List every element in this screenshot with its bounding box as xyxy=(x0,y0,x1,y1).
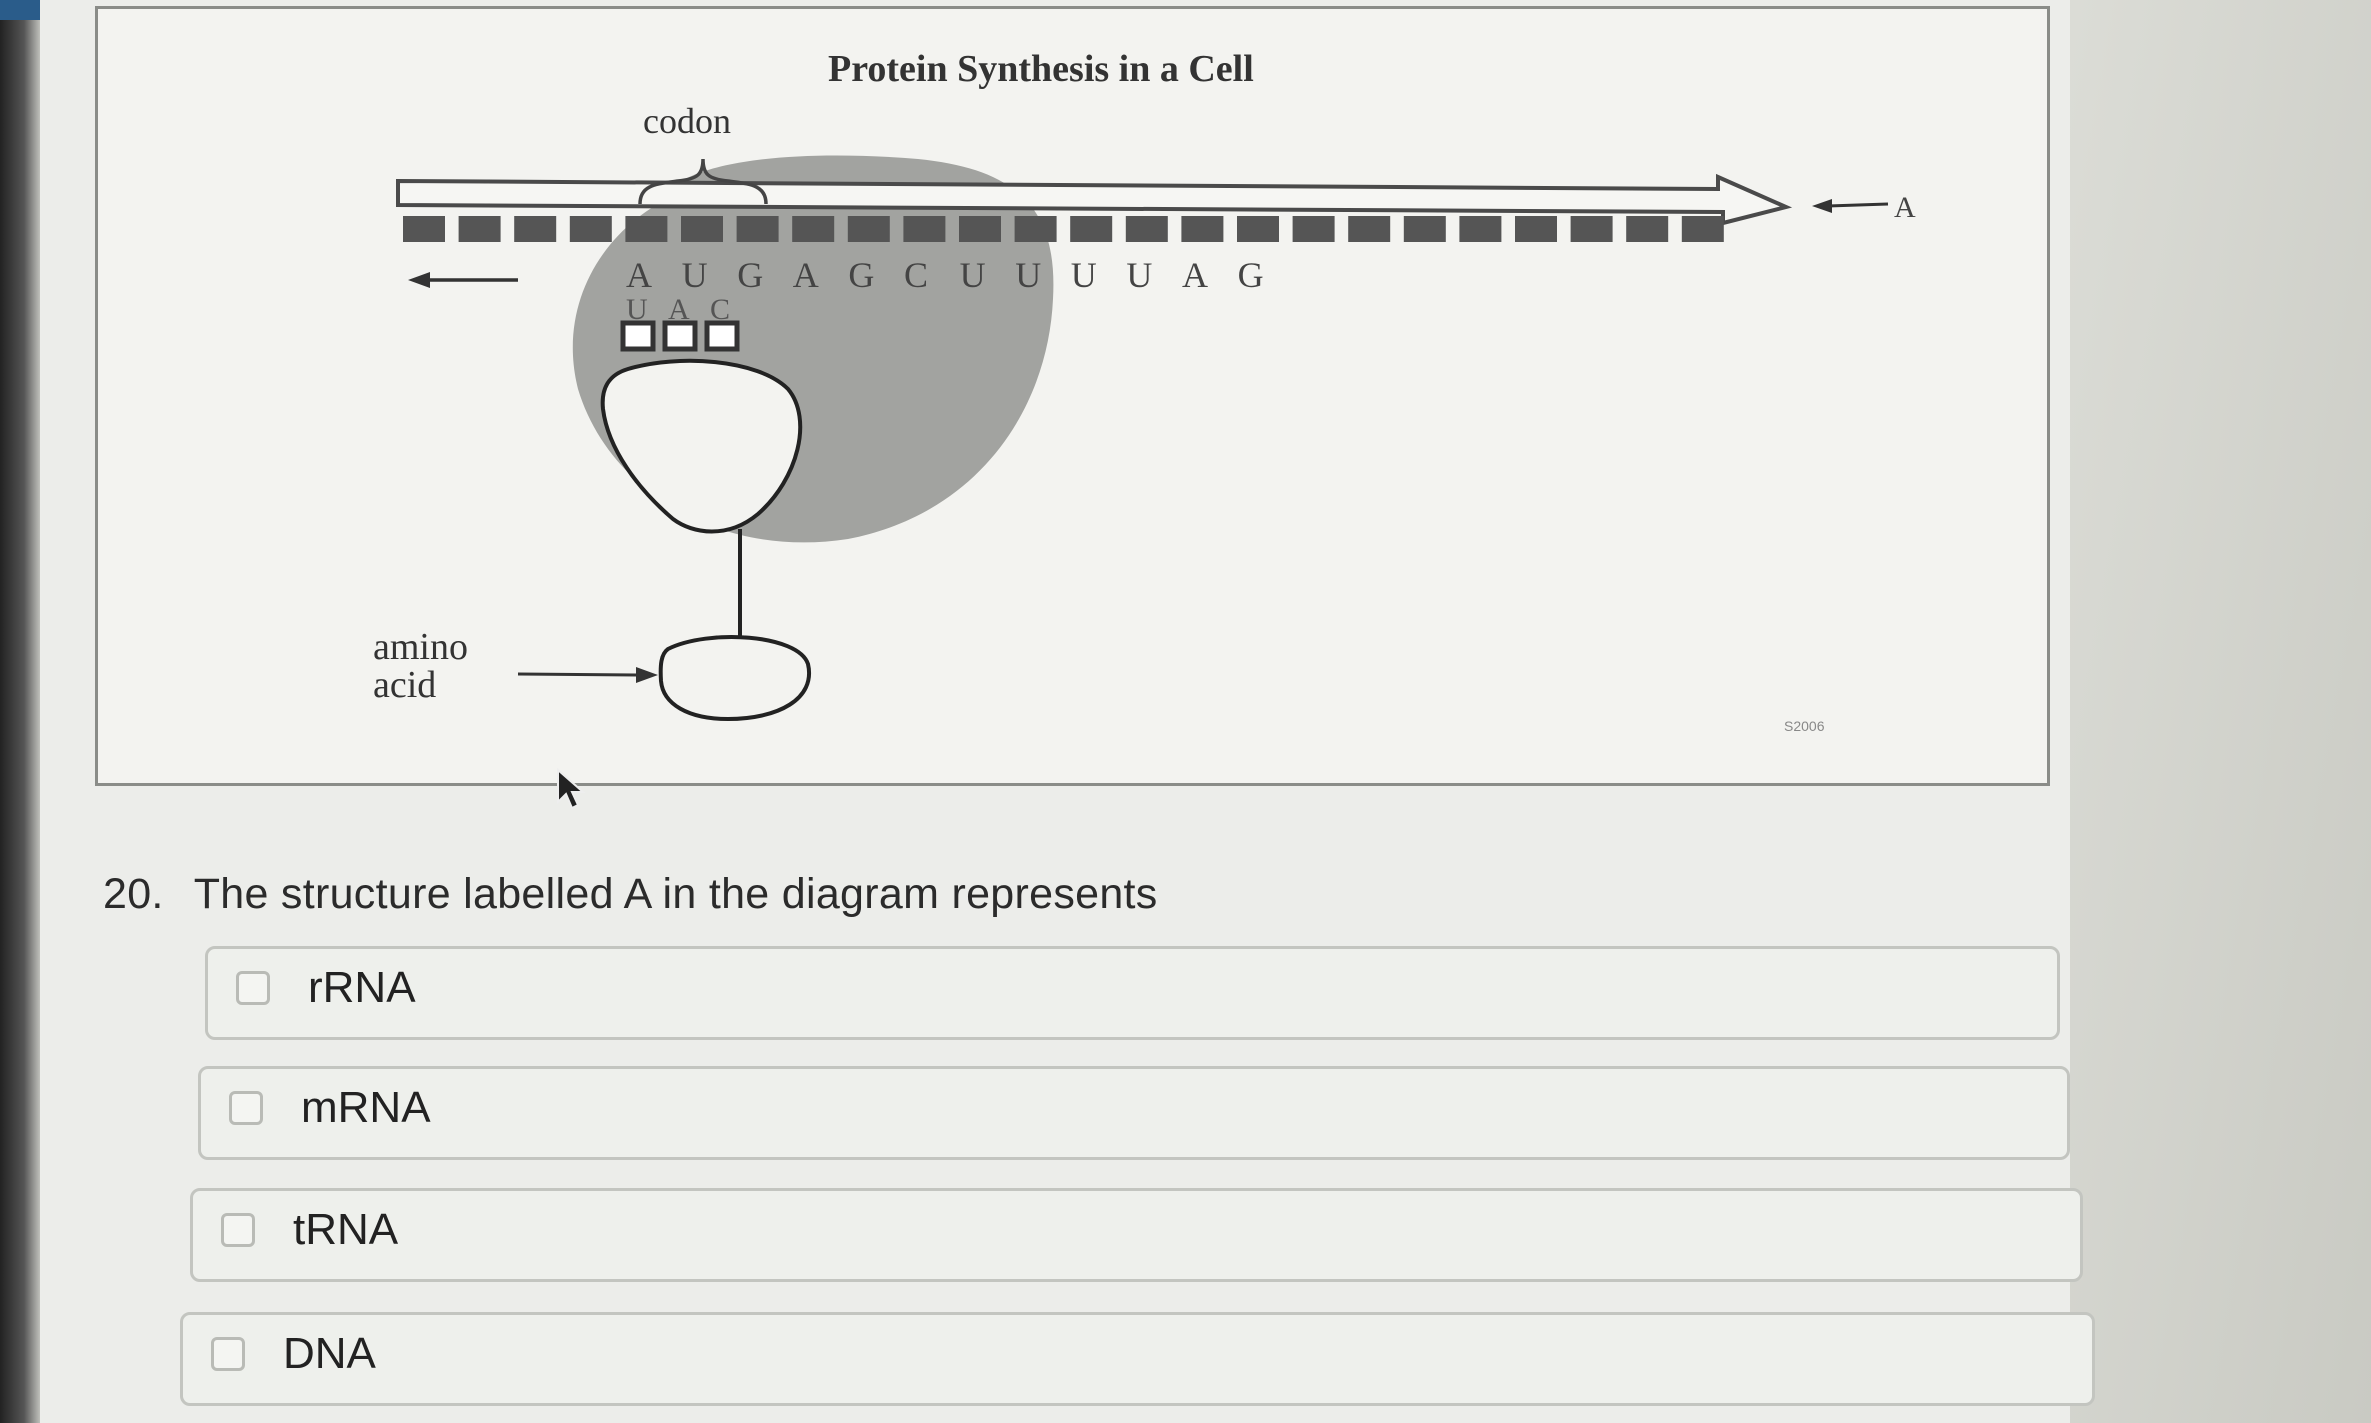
mrna-base-letter: C xyxy=(904,255,928,295)
anticodon-base-letter: U xyxy=(626,293,648,326)
nucleotide-block xyxy=(1459,216,1502,242)
amino-acid-arrow-line xyxy=(517,672,637,677)
nucleotide-block xyxy=(792,216,835,242)
mrna-base-letter: U xyxy=(960,255,986,295)
amino-acid-label-line1: amino xyxy=(373,626,468,668)
nucleotide-block xyxy=(1403,216,1446,242)
diagram-title: Protein Synthesis in a Cell xyxy=(828,48,1254,90)
option-label: DNA xyxy=(283,1329,376,1378)
nucleotide-block xyxy=(458,216,501,242)
figure-code: S2006 xyxy=(1784,718,1825,734)
mrna-base-letter: U xyxy=(1071,255,1097,295)
trna-loop xyxy=(600,358,803,534)
nucleotide-block xyxy=(1237,216,1279,242)
nucleotide-block xyxy=(1070,216,1113,242)
checkbox-icon[interactable] xyxy=(221,1213,255,1247)
anticodon-base-letter: A xyxy=(668,293,690,326)
nucleotide-block xyxy=(1292,216,1335,242)
option-dna[interactable]: DNA xyxy=(180,1312,2095,1406)
nucleotide-block xyxy=(514,216,557,242)
mrna-base-letter: A xyxy=(1182,255,1208,295)
nucleotide-block xyxy=(736,216,779,242)
nucleotide-block xyxy=(625,216,668,242)
nucleotide-block xyxy=(1570,216,1613,242)
nucleotide-block xyxy=(1681,216,1724,242)
checkbox-icon[interactable] xyxy=(236,971,270,1005)
nucleotide-block xyxy=(569,216,612,242)
mrna-base-letter: G xyxy=(848,255,874,295)
nucleotide-block xyxy=(903,216,946,242)
amino-acid-shape xyxy=(658,635,812,722)
mrna-base-letter: G xyxy=(1238,255,1264,295)
anticodon-base-letter: C xyxy=(710,293,730,326)
checkbox-icon[interactable] xyxy=(211,1337,245,1371)
mrna-strand-outline xyxy=(396,173,1793,226)
structure-a-label: A xyxy=(1894,191,1916,224)
nucleotide-block xyxy=(1515,216,1557,242)
label-a-arrow-head xyxy=(1812,199,1832,213)
nucleotide-block xyxy=(1125,216,1168,242)
option-trna[interactable]: tRNA xyxy=(190,1188,2083,1282)
direction-arrow-head xyxy=(408,272,430,288)
mrna-base-letter: U xyxy=(682,255,708,295)
mrna-base-letter: A xyxy=(626,255,652,295)
option-rrna[interactable]: rRNA xyxy=(205,946,2060,1040)
amino-acid-label-line2: acid xyxy=(373,664,436,706)
option-mrna[interactable]: mRNA xyxy=(198,1066,2070,1160)
mrna-base-letter: G xyxy=(737,255,763,295)
question-stem: 20. The structure labelled A in the diagr… xyxy=(103,870,1158,919)
option-label: rRNA xyxy=(308,963,416,1012)
window-edge xyxy=(0,0,40,1423)
nucleotide-block xyxy=(1181,216,1224,242)
nucleotide-block xyxy=(1626,216,1669,242)
codon-brace xyxy=(638,158,768,205)
nucleotide-block xyxy=(403,216,445,242)
anticodon-blocks xyxy=(620,320,740,352)
nucleotide-block xyxy=(959,216,1001,242)
amino-acid-arrow-head xyxy=(636,667,658,683)
option-label: mRNA xyxy=(301,1083,431,1132)
codon-label: codon xyxy=(643,101,731,141)
mrna-base-letter: A xyxy=(793,255,819,295)
question-text: The structure labelled A in the diagram … xyxy=(193,870,1158,918)
label-a-arrow-line xyxy=(1827,202,1889,208)
nucleotide-block xyxy=(847,216,890,242)
mrna-base-letter: U xyxy=(1126,255,1152,295)
mouse-cursor-icon xyxy=(557,768,586,810)
option-label: tRNA xyxy=(293,1205,399,1254)
nucleotide-block xyxy=(681,216,723,242)
checkbox-icon[interactable] xyxy=(229,1091,263,1125)
nucleotide-blocks xyxy=(403,216,1724,242)
nucleotide-block xyxy=(1014,216,1057,242)
nucleotide-block xyxy=(1348,216,1391,242)
mrna-base-letter: U xyxy=(1015,255,1041,295)
question-number: 20. xyxy=(103,870,164,918)
